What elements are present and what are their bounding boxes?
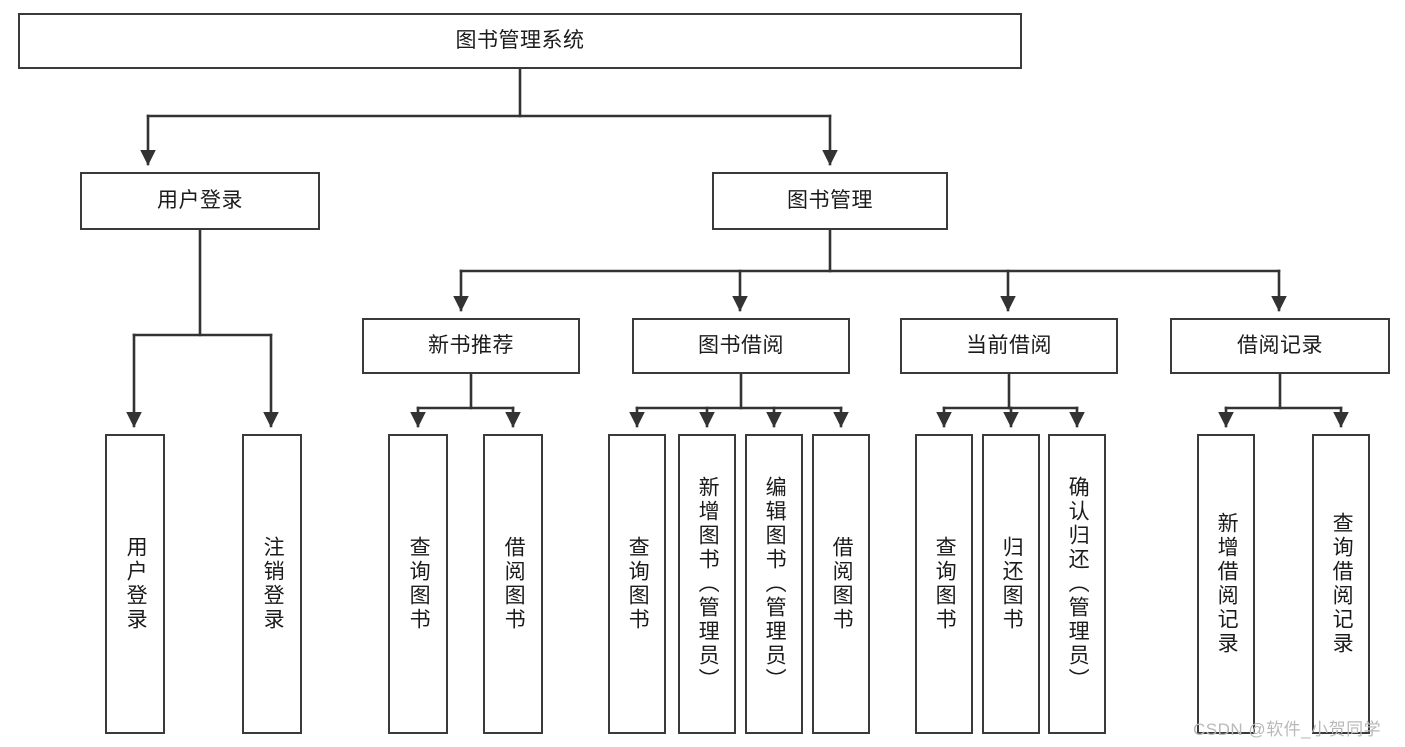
leaf-borrow-add-book-admin[interactable]: 新增图书（管理员） (678, 434, 736, 734)
node-label: 借阅记录 (1237, 334, 1323, 358)
node-label: 新增借阅记录 (1215, 512, 1239, 656)
leaf-borrow-edit-book-admin[interactable]: 编辑图书（管理员） (745, 434, 803, 734)
node-book-borrow[interactable]: 图书借阅 (632, 318, 850, 374)
node-label: 用户登录 (157, 189, 243, 213)
node-current-borrow[interactable]: 当前借阅 (900, 318, 1118, 374)
node-label: 图书管理 (787, 189, 873, 213)
node-label: 注销登录 (261, 536, 285, 632)
node-book-manage[interactable]: 图书管理 (712, 172, 948, 230)
leaf-borrow-borrow-book[interactable]: 借阅图书 (812, 434, 870, 734)
node-label: 图书管理系统 (455, 29, 585, 53)
leaf-current-return-book[interactable]: 归还图书 (982, 434, 1040, 734)
node-label: 新增图书（管理员） (696, 476, 720, 692)
node-label: 查询图书 (407, 536, 431, 632)
node-new-book-recommend[interactable]: 新书推荐 (362, 318, 580, 374)
node-label: 图书借阅 (698, 334, 784, 358)
node-label: 新书推荐 (428, 334, 514, 358)
leaf-borrow-query-book[interactable]: 查询图书 (608, 434, 666, 734)
leaf-current-query-book[interactable]: 查询图书 (915, 434, 973, 734)
node-root-system[interactable]: 图书管理系统 (18, 13, 1022, 69)
leaf-record-add-borrow-record[interactable]: 新增借阅记录 (1197, 434, 1255, 734)
node-label: 当前借阅 (966, 334, 1052, 358)
leaf-current-confirm-return-admin[interactable]: 确认归还（管理员） (1048, 434, 1106, 734)
node-borrow-record[interactable]: 借阅记录 (1170, 318, 1390, 374)
node-label: 编辑图书（管理员） (763, 476, 787, 692)
node-label: 用户登录 (124, 536, 148, 632)
leaf-recommend-query-book[interactable]: 查询图书 (388, 434, 448, 734)
node-label: 查询借阅记录 (1330, 512, 1354, 656)
leaf-record-query-borrow-record[interactable]: 查询借阅记录 (1312, 434, 1370, 734)
csdn-watermark: CSDN @软件_小贺同学 (1193, 720, 1382, 739)
node-user-login[interactable]: 用户登录 (80, 172, 320, 230)
node-label: 归还图书 (1000, 536, 1024, 632)
node-label: 借阅图书 (830, 536, 854, 632)
node-label: 确认归还（管理员） (1066, 476, 1090, 692)
node-label: 查询图书 (626, 536, 650, 632)
leaf-recommend-borrow-book[interactable]: 借阅图书 (483, 434, 543, 734)
leaf-user-logout[interactable]: 注销登录 (242, 434, 302, 734)
node-label: 查询图书 (933, 536, 957, 632)
node-label: 借阅图书 (502, 536, 526, 632)
leaf-user-login[interactable]: 用户登录 (105, 434, 165, 734)
